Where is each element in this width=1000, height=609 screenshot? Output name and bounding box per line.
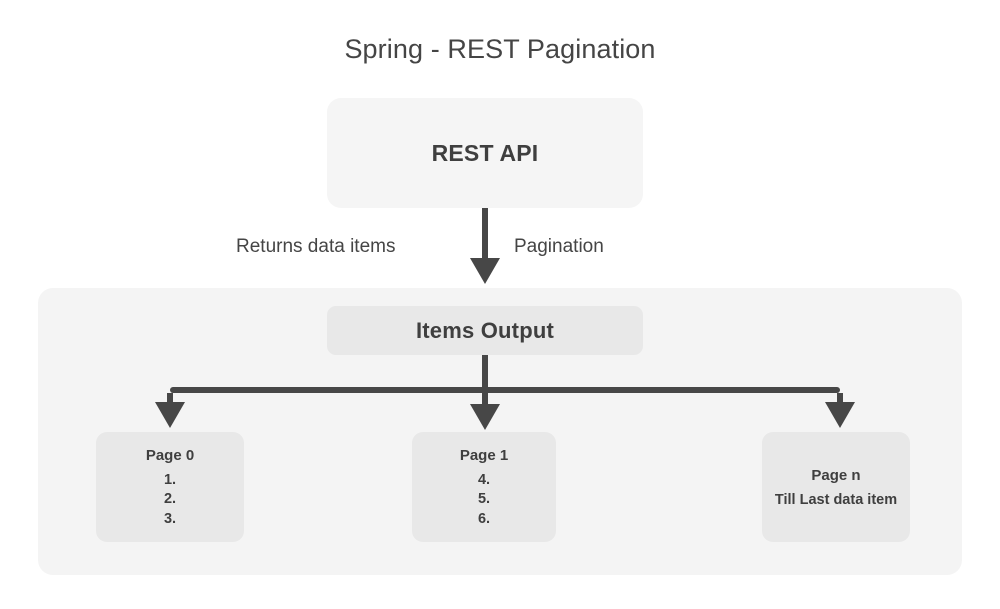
node-page-1[interactable]: Page 1 4. 5. 6. — [412, 432, 556, 542]
node-page-0-items: 1. 2. 3. — [164, 471, 176, 528]
page-title: Spring - REST Pagination — [344, 34, 656, 64]
list-item: 6. — [477, 510, 491, 527]
node-page-0[interactable]: Page 0 1. 2. 3. — [96, 432, 244, 542]
list-item: 2. — [163, 491, 177, 508]
node-rest-api-label: REST API — [431, 139, 539, 166]
node-rest-api[interactable]: REST API — [327, 98, 643, 208]
node-page-0-heading: Page 0 — [145, 447, 195, 465]
list-item: 3. — [163, 510, 177, 527]
list-item: 4. — [477, 472, 491, 489]
edge-label-pagination: Pagination — [514, 236, 604, 257]
node-page-n[interactable]: Page n Till Last data item — [762, 432, 910, 542]
node-page-n-heading: Page n — [811, 466, 861, 484]
node-items-output-label: Items Output — [415, 317, 555, 343]
node-items-output[interactable]: Items Output — [327, 306, 643, 355]
list-item: 1. — [163, 472, 177, 489]
edge-label-returns-data-items: Returns data items — [236, 236, 396, 257]
arrow-rest-api-to-items-output — [470, 208, 500, 284]
node-page-n-note: Till Last data item — [774, 491, 898, 508]
node-page-1-heading: Page 1 — [459, 447, 509, 465]
node-page-1-items: 4. 5. 6. — [478, 471, 490, 528]
list-item: 5. — [477, 491, 491, 508]
